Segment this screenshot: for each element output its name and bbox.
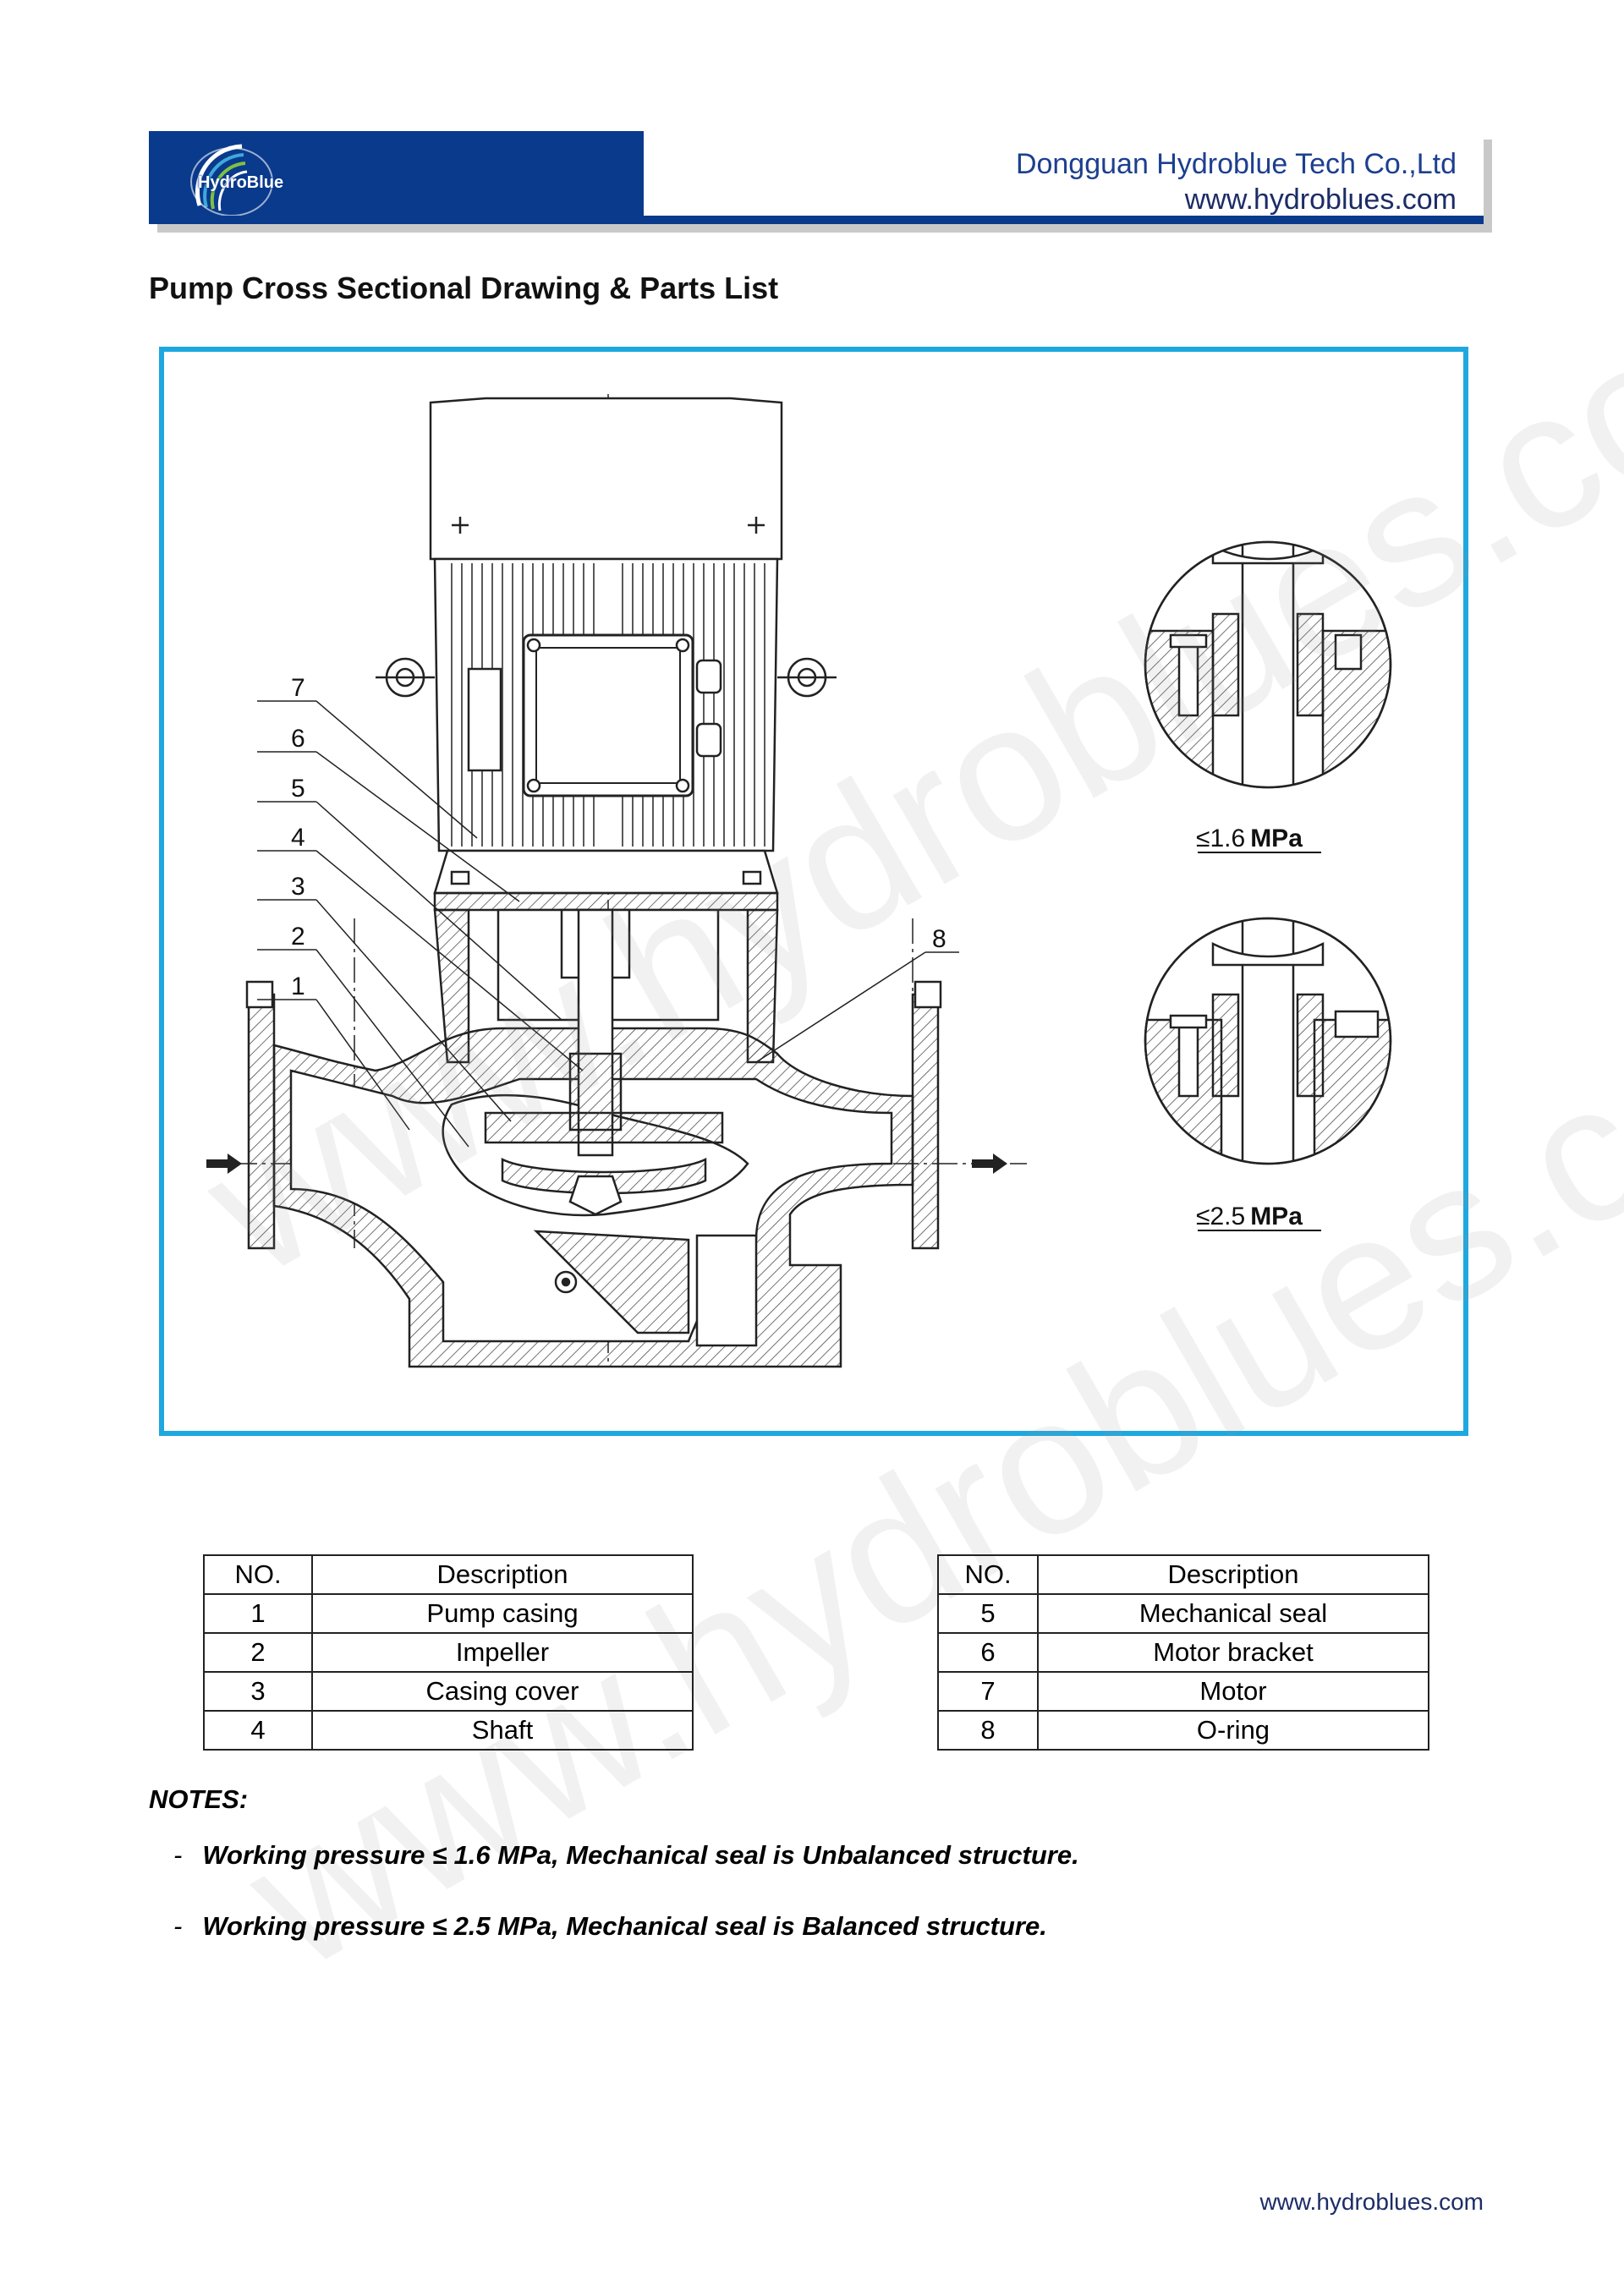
row-no: 7 [937, 1671, 1039, 1712]
table-row: 1 Pump casing [203, 1593, 694, 1634]
seal-detail-unbalanced [1144, 540, 1392, 789]
logo-swirl-icon [190, 144, 273, 216]
header-banner: HydroBlue Dongguan Hydroblue Tech Co.,Lt… [149, 131, 1484, 224]
callout-7: 7 [291, 674, 305, 702]
detail-high-symbol: ≤ [1196, 1203, 1210, 1230]
row-no: 2 [203, 1632, 313, 1673]
row-description: Impeller [311, 1632, 694, 1673]
row-description: Motor [1037, 1671, 1429, 1712]
table-header-row: NO. Description [937, 1554, 1429, 1595]
table-row: 5 Mechanical seal [937, 1593, 1429, 1634]
table-row: 3 Casing cover [203, 1671, 694, 1712]
detail-low-value: 1.6 [1210, 825, 1245, 852]
detail-low-unit: MPa [1250, 825, 1303, 852]
row-no: 4 [203, 1710, 313, 1751]
detail-low-symbol: ≤ [1196, 825, 1210, 852]
table-row: 7 Motor [937, 1671, 1429, 1712]
note-dash: - [173, 1840, 183, 1870]
callout-1: 1 [291, 973, 305, 1000]
row-description: Shaft [311, 1710, 694, 1751]
callout-numbers: 7 6 5 4 3 2 1 8 [291, 674, 946, 1000]
table-row: 2 Impeller [203, 1632, 694, 1673]
detail-high-unit: MPa [1250, 1203, 1303, 1230]
row-no: 8 [937, 1710, 1039, 1751]
parts-table-left: NO. Description 1 Pump casing 2 Impeller… [203, 1554, 694, 1751]
callout-3: 3 [291, 873, 305, 901]
row-no: 3 [203, 1671, 313, 1712]
row-no: 5 [937, 1593, 1039, 1634]
table-row: 4 Shaft [203, 1710, 694, 1751]
parts-table-right: NO. Description 5 Mechanical seal 6 Moto… [937, 1554, 1429, 1751]
header-stripes-graphic [644, 131, 794, 216]
seal-detail-balanced [1144, 917, 1392, 1165]
hydroblue-logo: HydroBlue [183, 138, 352, 216]
pump-cross-section-drawing: 7 6 5 4 3 2 1 8 [206, 394, 1392, 1368]
row-description: Mechanical seal [1037, 1593, 1429, 1634]
note-item-2: -Working pressure ≤ 2.5 MPa, Mechanical … [173, 1911, 1047, 1942]
note-dash: - [173, 1911, 183, 1941]
callout-5: 5 [291, 775, 305, 803]
callout-8: 8 [932, 925, 946, 953]
callout-4: 4 [291, 824, 305, 852]
note-item-1: -Working pressure ≤ 1.6 MPa, Mechanical … [173, 1840, 1079, 1871]
table-header-row: NO. Description [203, 1554, 694, 1595]
row-description: O-ring [1037, 1710, 1429, 1751]
flow-arrows [206, 1153, 1007, 1174]
footer-website-link[interactable]: www.hydroblues.com [1259, 2189, 1484, 2215]
col-header-description: Description [1037, 1554, 1429, 1595]
company-info: Dongguan Hydroblue Tech Co.,Ltd www.hydr… [1016, 146, 1457, 217]
table-row: 8 O-ring [937, 1710, 1429, 1751]
callout-leaders [257, 700, 959, 1148]
logo-text: HydroBlue [198, 173, 284, 192]
note-text: Working pressure ≤ 2.5 MPa, Mechanical s… [202, 1911, 1047, 1941]
detail-high-value: 2.5 [1210, 1203, 1245, 1230]
company-name: Dongguan Hydroblue Tech Co.,Ltd [1015, 148, 1457, 180]
col-header-no: NO. [937, 1554, 1039, 1595]
callout-6: 6 [291, 725, 305, 753]
lifting-eye-icons [376, 657, 837, 698]
col-header-no: NO. [203, 1554, 313, 1595]
notes-label: NOTES: [149, 1784, 249, 1814]
header-bottom-rule [149, 216, 1484, 224]
row-description: Motor bracket [1037, 1632, 1429, 1673]
col-header-description: Description [311, 1554, 694, 1595]
row-description: Casing cover [311, 1671, 694, 1712]
row-no: 1 [203, 1593, 313, 1634]
note-text: Working pressure ≤ 1.6 MPa, Mechanical s… [202, 1840, 1079, 1870]
page-title: Pump Cross Sectional Drawing & Parts Lis… [149, 271, 779, 305]
cross-section-drawing-frame: 7 6 5 4 3 2 1 8 [159, 347, 1468, 1436]
motor-fan-cover [429, 397, 783, 561]
callout-2: 2 [291, 923, 305, 951]
row-no: 6 [937, 1632, 1039, 1673]
motor-body [433, 557, 779, 852]
row-description: Pump casing [311, 1593, 694, 1634]
table-row: 6 Motor bracket [937, 1632, 1429, 1673]
company-website: www.hydroblues.com [1184, 184, 1457, 216]
